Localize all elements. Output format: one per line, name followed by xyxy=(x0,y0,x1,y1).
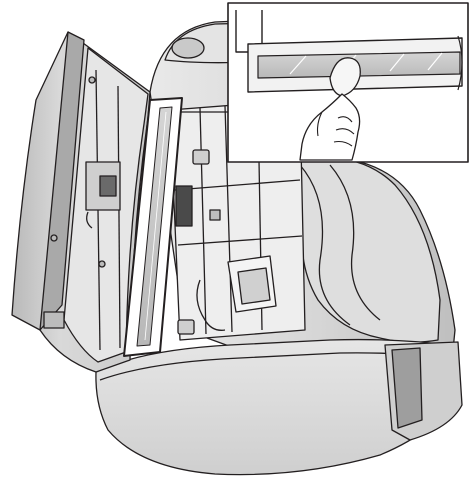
inset-glass-shine-4 xyxy=(427,52,443,71)
curved-guide xyxy=(196,279,226,331)
panel-curve xyxy=(299,164,351,326)
screw-2 xyxy=(50,234,58,242)
top-opening xyxy=(171,37,205,59)
inset-glass-shine-3 xyxy=(389,53,405,72)
base-tray xyxy=(95,338,453,476)
inset-detail xyxy=(227,2,469,163)
hand-icon xyxy=(299,93,361,161)
inner-rail-1 xyxy=(199,107,207,335)
cover-rib-2 xyxy=(117,85,121,349)
machine-base xyxy=(95,338,463,476)
roller-bottom xyxy=(177,319,195,335)
opened-cover xyxy=(11,31,151,373)
screw-1 xyxy=(88,76,96,84)
panel-curve-2 xyxy=(329,164,381,321)
hand-thumb xyxy=(316,111,323,137)
sensor-block xyxy=(175,185,193,227)
hand-finger-2 xyxy=(335,128,355,135)
latch-hook xyxy=(86,211,93,229)
inset-glass-shine-1 xyxy=(289,55,307,75)
glass-strip-highlight xyxy=(123,97,183,357)
hand-finger-1 xyxy=(337,116,353,123)
roller-top xyxy=(192,149,210,165)
small-tab xyxy=(209,209,221,221)
latch-knob xyxy=(99,175,117,197)
cover-foot xyxy=(43,311,65,329)
glass-strip-shine xyxy=(144,111,167,341)
base-right-shade xyxy=(391,347,423,429)
glass-strip-icon xyxy=(136,106,173,347)
inner-ledge xyxy=(174,179,301,191)
cloth-icon xyxy=(329,57,361,97)
inner-ledge-2 xyxy=(177,235,303,246)
cover-edge xyxy=(39,31,85,331)
body-right-panel xyxy=(299,157,441,343)
inset-strip-end xyxy=(457,35,463,91)
hand-finger-3 xyxy=(333,140,353,147)
inner-rail-2 xyxy=(224,105,233,333)
cartridge-slot-inner xyxy=(237,267,271,305)
screw-3 xyxy=(98,260,106,268)
